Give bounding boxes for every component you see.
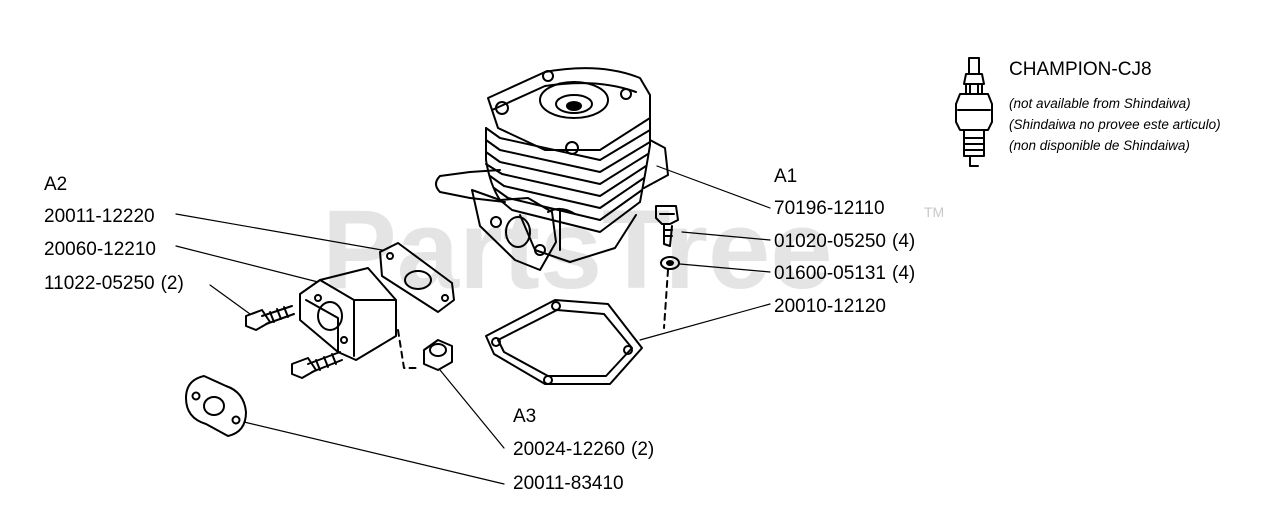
part-label-20024-12260: 20024-12260 (2) (513, 439, 654, 461)
spark-plug-note-english: (not available from Shindaiwa) (1009, 96, 1191, 111)
group-label-a3: A3 (513, 406, 537, 427)
group-label-a1: A1 (774, 166, 798, 187)
part-number: 20011-12220 (44, 206, 155, 227)
group-label-a2: A2 (44, 174, 68, 195)
part-number: 20024-12260 (513, 439, 625, 460)
part-quantity: (4) (892, 263, 916, 284)
part-number: 20010-12120 (774, 296, 886, 317)
spark-plug-name: CHAMPION-CJ8 (1009, 59, 1152, 80)
part-label-20010-12120: 20010-12120 (774, 296, 886, 318)
part-quantity: (4) (892, 231, 916, 252)
collar-drawing (423, 339, 453, 371)
carburetor-gasket-drawing (185, 375, 247, 437)
spark-plug-drawing (955, 57, 993, 167)
part-number: 20011-83410 (513, 473, 624, 494)
part-label-01020-05250: 01020-05250 (4) (774, 231, 915, 253)
part-label-20011-83410: 20011-83410 (513, 473, 624, 495)
alignment-line (663, 269, 669, 329)
part-number: 01020-05250 (774, 231, 886, 252)
trademark-mark: TM (924, 204, 945, 220)
part-quantity: (2) (160, 273, 184, 294)
part-number: 20060-12210 (44, 239, 156, 260)
part-label-11022-05250: 11022-05250(2) (44, 273, 184, 295)
part-label-20011-12220: 20011-12220 (44, 206, 155, 228)
screw-upper-drawing (245, 305, 295, 331)
part-number: 70196-12110 (774, 198, 885, 219)
spark-plug-note-french: (non disponible de Shindaiwa) (1009, 138, 1190, 153)
washer-drawing (660, 256, 680, 270)
leader-lines (175, 165, 771, 485)
part-label-20060-12210: 20060-12210 (44, 239, 156, 261)
assembly-line (397, 329, 419, 369)
cylinder-drawing (435, 67, 669, 271)
base-gasket-drawing (485, 299, 643, 385)
part-quantity: (2) (631, 439, 655, 460)
insulator-block-drawing (299, 267, 397, 361)
cylinder-bolt-drawing (655, 205, 679, 247)
spark-plug-note-spanish: (Shindaiwa no provee este articulo) (1009, 117, 1221, 132)
part-number: 11022-05250 (44, 273, 155, 294)
screw-lower-drawing (291, 351, 343, 379)
part-label-70196-12110: 70196-12110 (774, 198, 885, 220)
part-number: 01600-05131 (774, 263, 886, 284)
insulator-gasket-drawing (379, 242, 455, 313)
part-label-01600-05131: 01600-05131 (4) (774, 263, 915, 285)
